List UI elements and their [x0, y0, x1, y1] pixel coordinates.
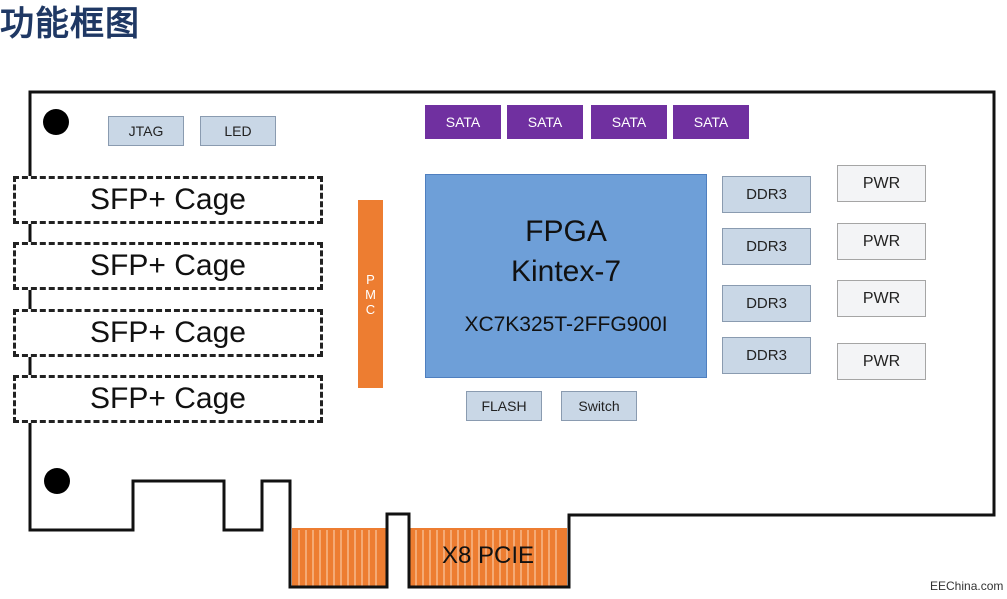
ddr3-chip: DDR3	[722, 176, 811, 213]
pwr-module: PWR	[837, 223, 926, 260]
jtag-connector: JTAG	[108, 116, 184, 146]
pwr-module: PWR	[837, 343, 926, 380]
fpga-part-number: XC7K325T-2FFG900I	[464, 313, 668, 336]
flash-chip: FLASH	[466, 391, 542, 421]
pwr-module: PWR	[837, 165, 926, 202]
ddr3-chip: DDR3	[722, 285, 811, 322]
pmc-connector: P M C	[358, 200, 383, 388]
sfp-cage: SFP+ Cage	[13, 242, 323, 290]
pcie-fingers	[292, 528, 567, 587]
pmc-letter: P	[366, 271, 375, 287]
fpga-family: Kintex-7	[510, 255, 622, 288]
sata-port: SATA	[591, 105, 667, 139]
sfp-cage: SFP+ Cage	[13, 309, 323, 357]
sata-port: SATA	[507, 105, 583, 139]
mount-hole-bottom	[44, 468, 70, 494]
sata-port: SATA	[425, 105, 501, 139]
sfp-cage: SFP+ Cage	[13, 375, 323, 423]
pmc-letter: M	[365, 286, 376, 302]
ddr3-chip: DDR3	[722, 337, 811, 374]
pcie-label: X8 PCIE	[441, 542, 535, 569]
fpga-label: FPGA	[525, 215, 607, 248]
sfp-cage: SFP+ Cage	[13, 176, 323, 224]
mount-hole-top	[43, 109, 69, 135]
page-title: 功能框图	[0, 4, 140, 44]
pmc-letter: C	[365, 301, 376, 317]
pwr-module: PWR	[837, 280, 926, 317]
switch-chip: Switch	[561, 391, 637, 421]
fpga-chip: FPGA Kintex-7 XC7K325T-2FFG900I	[425, 174, 707, 378]
led-indicator: LED	[200, 116, 276, 146]
sata-port: SATA	[673, 105, 749, 139]
watermark: EEChina.com	[930, 579, 1004, 593]
ddr3-chip: DDR3	[722, 228, 811, 265]
